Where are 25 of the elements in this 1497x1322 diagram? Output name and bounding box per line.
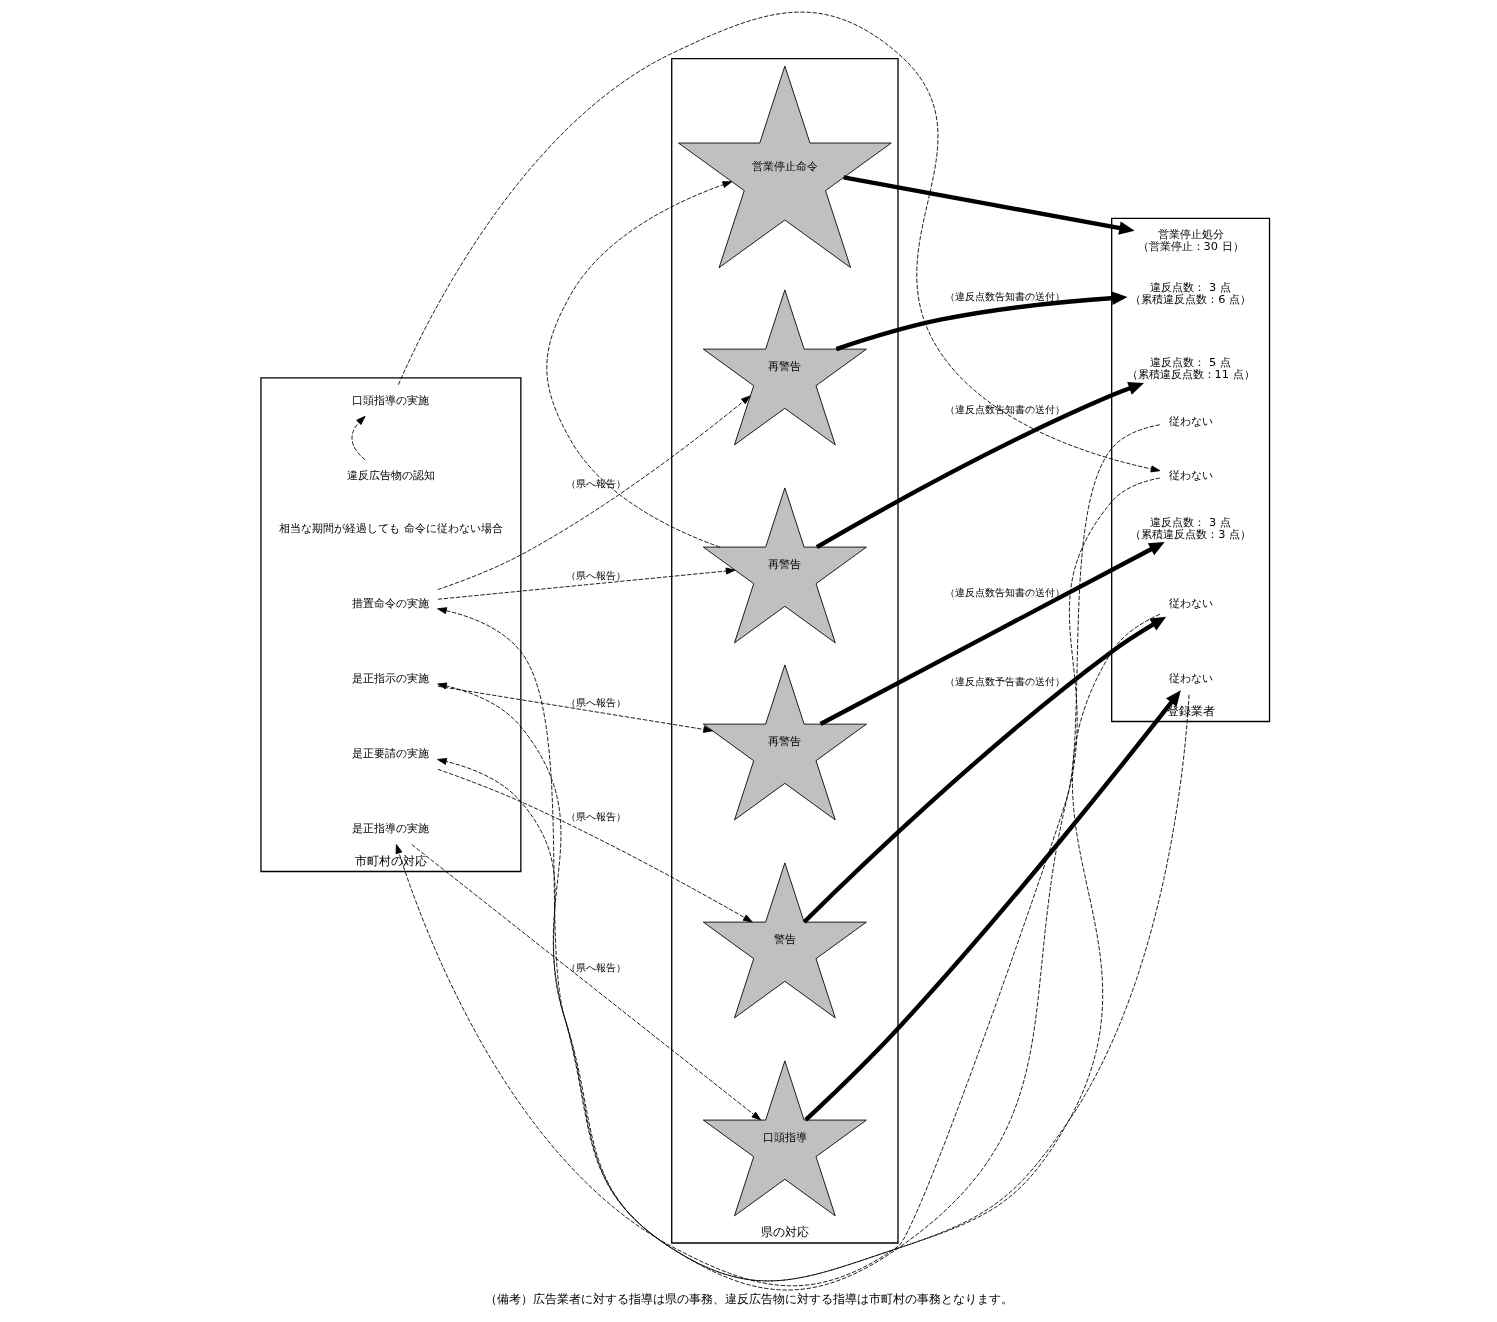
node-text: 是正指示の実施 [351, 670, 429, 685]
node-text: 営業停止処分 （営業停止：30 日） [1137, 226, 1244, 254]
edge-label: （違反点数告知書の送付） [944, 289, 1065, 302]
edge-label: （県へ報告） [565, 961, 626, 974]
edge-label: （違反点数告知書の送付） [944, 585, 1065, 598]
node-text: 是正指導の実施 [351, 820, 429, 835]
edge-label: （県へ報告） [565, 477, 626, 490]
node-text: 従わない [1168, 670, 1213, 685]
caption: （備考）広告業者に対する指導は県の事務、違反広告物に対する指導は市町村の事務となります。 [484, 1292, 1013, 1307]
label: 相当な期間が経過しても 命令に従わない場合 [278, 520, 503, 535]
node-text: 従わない [1168, 414, 1213, 429]
edge-label: （県へ報告） [565, 568, 626, 581]
node-text: 従わない [1168, 467, 1213, 482]
edge-label: （違反点数予告書の送付） [944, 675, 1065, 688]
node-text: 違反広告物の認知 [346, 467, 435, 482]
node-text: 従わない [1168, 595, 1213, 610]
node-text: 違反点数： 3 点 （累積違反点数：6 点） [1129, 280, 1251, 307]
edge-label: （県へ報告） [565, 696, 626, 709]
edge-label: （県へ報告） [565, 809, 626, 822]
node-text: 違反点数： 3 点 （累積違反点数：3 点） [1129, 514, 1251, 541]
node-text: 措置命令の実施 [351, 595, 429, 610]
node-text: 口頭指導の実施 [351, 392, 429, 407]
node-text: 是正要請の実施 [351, 745, 429, 760]
node-text: 違反点数： 5 点 （累積違反点数：11 点） [1126, 355, 1255, 382]
edge-label: （違反点数告知書の送付） [944, 403, 1065, 416]
